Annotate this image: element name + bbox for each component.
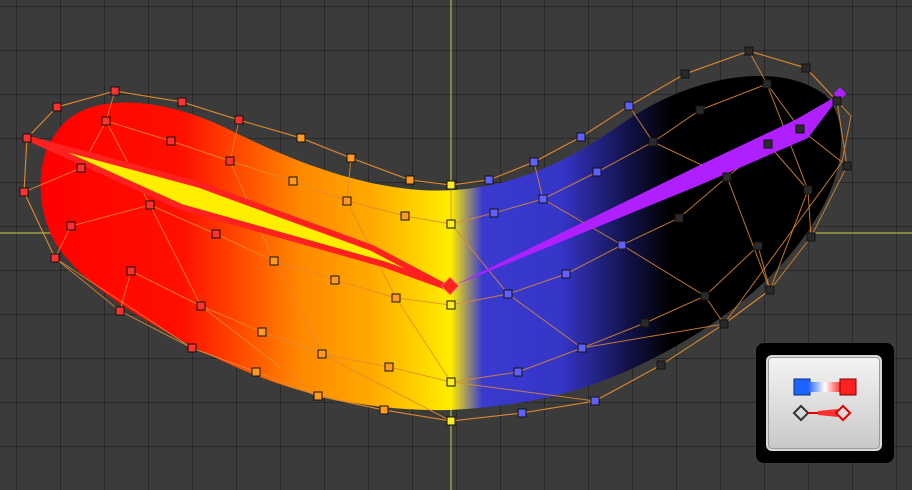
mesh-control-point[interactable] (762, 79, 772, 89)
mesh-control-point[interactable] (513, 367, 523, 377)
mesh-control-point[interactable] (66, 221, 76, 231)
tool-panel (756, 343, 894, 463)
center-handle[interactable] (440, 276, 460, 296)
mesh-control-point[interactable] (806, 232, 816, 242)
mesh-control-point[interactable] (177, 97, 187, 107)
mesh-control-point[interactable] (446, 300, 456, 310)
mesh-control-point[interactable] (484, 175, 494, 185)
mesh-control-point[interactable] (384, 362, 394, 372)
mesh-control-point[interactable] (110, 86, 120, 96)
mesh-control-point[interactable] (489, 208, 499, 218)
mesh-control-point[interactable] (19, 187, 29, 197)
mesh-control-point[interactable] (446, 180, 456, 190)
mesh-control-point[interactable] (765, 285, 775, 295)
mesh-control-point[interactable] (590, 396, 600, 406)
mesh-control-point[interactable] (719, 319, 729, 329)
mesh-control-point[interactable] (52, 102, 62, 112)
mesh-control-point[interactable] (391, 293, 401, 303)
mesh-control-point[interactable] (405, 175, 415, 185)
mesh-control-point[interactable] (269, 256, 279, 266)
mesh-control-point[interactable] (296, 133, 306, 143)
mesh-control-point[interactable] (346, 153, 356, 163)
mesh-control-point[interactable] (115, 306, 125, 316)
mesh-control-point[interactable] (379, 405, 389, 415)
mesh-control-point[interactable] (538, 194, 548, 204)
mesh-control-point[interactable] (257, 327, 267, 337)
mesh-control-point[interactable] (288, 176, 298, 186)
mesh-control-point[interactable] (317, 349, 327, 359)
mesh-control-point[interactable] (744, 46, 754, 56)
mesh-control-point[interactable] (517, 408, 527, 418)
mesh-control-points[interactable] (19, 46, 852, 426)
mesh-control-point[interactable] (695, 105, 705, 115)
mesh-control-point[interactable] (251, 367, 261, 377)
mesh-control-point[interactable] (648, 137, 658, 147)
mesh-control-point[interactable] (145, 200, 155, 210)
mesh-control-point[interactable] (400, 211, 410, 221)
mesh-control-point[interactable] (656, 360, 666, 370)
gradient-tool-button[interactable] (766, 355, 882, 451)
mesh-control-point[interactable] (832, 96, 842, 106)
mesh-control-point[interactable] (22, 133, 32, 143)
mesh-control-point[interactable] (803, 185, 813, 195)
mesh-control-point[interactable] (640, 318, 650, 328)
mesh-control-point[interactable] (225, 156, 235, 166)
mesh-control-point[interactable] (446, 377, 456, 387)
mesh-control-point[interactable] (763, 139, 773, 149)
mesh-control-point[interactable] (624, 101, 634, 111)
mesh-control-point[interactable] (753, 241, 763, 251)
mesh-control-point[interactable] (446, 416, 456, 426)
mesh-control-point[interactable] (795, 124, 805, 134)
mesh-control-point[interactable] (211, 229, 221, 239)
mesh-control-point[interactable] (126, 266, 136, 276)
mesh-control-point[interactable] (722, 172, 732, 182)
mesh-control-point[interactable] (313, 391, 323, 401)
mesh-control-point[interactable] (529, 157, 539, 167)
mesh-control-point[interactable] (617, 240, 627, 250)
mesh-control-point[interactable] (196, 301, 206, 311)
gradient-shape (40, 75, 842, 411)
mesh-control-point[interactable] (166, 136, 176, 146)
mesh-control-point[interactable] (592, 167, 602, 177)
mesh-control-point[interactable] (576, 132, 586, 142)
mesh-control-point[interactable] (342, 196, 352, 206)
gradient-tool-icon (792, 378, 857, 422)
mesh-control-point[interactable] (330, 275, 340, 285)
mesh-control-point[interactable] (503, 289, 513, 299)
mesh-control-point[interactable] (187, 343, 197, 353)
mesh-control-point[interactable] (801, 63, 811, 73)
mesh-control-point[interactable] (561, 269, 571, 279)
mesh-control-point[interactable] (50, 253, 60, 263)
mesh-control-point[interactable] (842, 161, 852, 171)
mesh-control-point[interactable] (101, 116, 111, 126)
mesh-control-point[interactable] (680, 69, 690, 79)
mesh-control-point[interactable] (234, 115, 244, 125)
mesh-control-point[interactable] (577, 343, 587, 353)
mesh-control-point[interactable] (700, 291, 710, 301)
mesh-control-point[interactable] (76, 163, 86, 173)
mesh-control-point[interactable] (674, 213, 684, 223)
mesh-control-point[interactable] (446, 219, 456, 229)
